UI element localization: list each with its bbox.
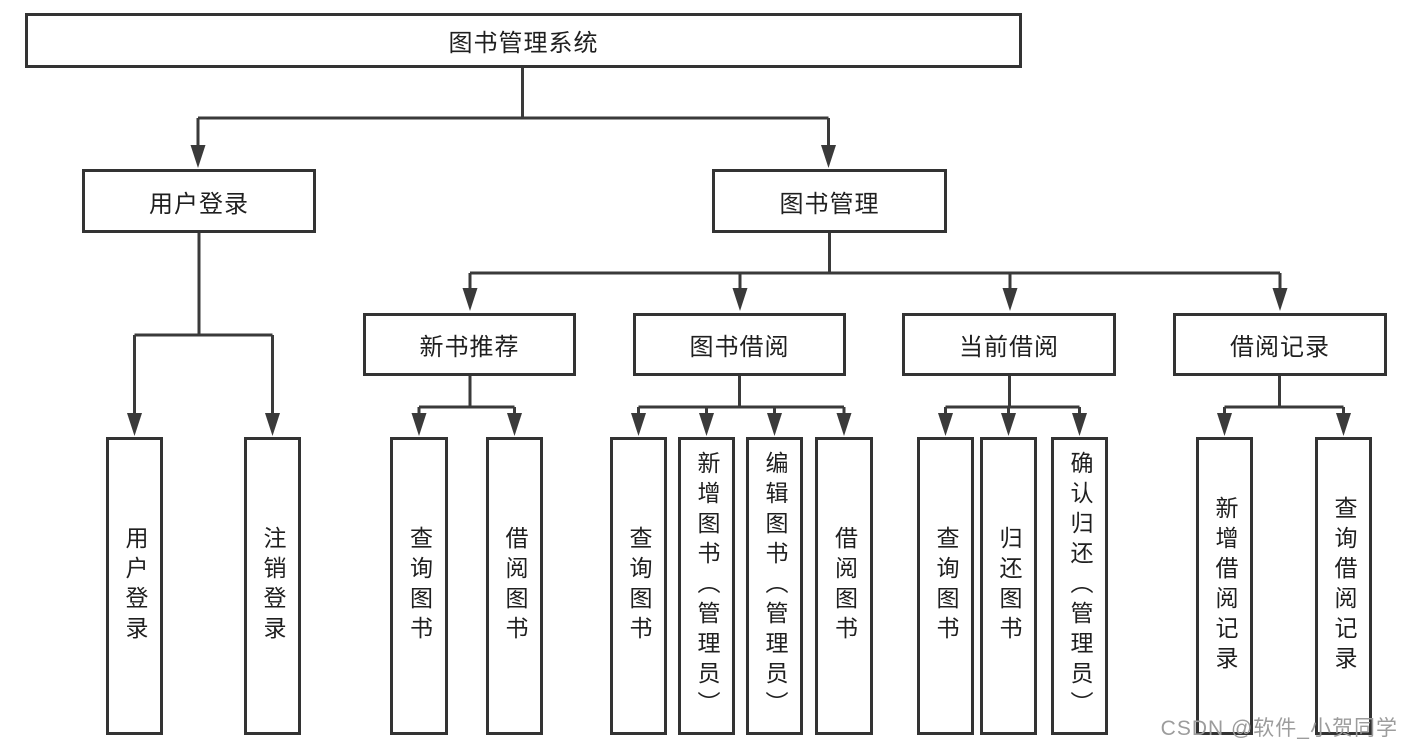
leaf-user-login: 用户登录 bbox=[106, 437, 163, 735]
arrowhead bbox=[411, 413, 427, 436]
arrowhead bbox=[699, 413, 714, 436]
node-user-login: 用户登录 bbox=[82, 169, 316, 233]
leaf-borrow-books-recommend-label: 借阅图书 bbox=[502, 526, 528, 646]
arrowhead bbox=[1002, 288, 1018, 311]
leaf-query-books-borrow-label: 查询图书 bbox=[626, 526, 652, 646]
connector-book-borrow-children bbox=[631, 376, 852, 436]
arrowhead bbox=[631, 413, 646, 436]
connector-current-borrow-children bbox=[938, 376, 1087, 436]
connector-user-login-children bbox=[127, 233, 280, 436]
arrowhead bbox=[938, 413, 953, 436]
node-book-borrow-label: 图书借阅 bbox=[689, 334, 790, 361]
leaf-query-books-current: 查询图书 bbox=[917, 437, 974, 735]
leaf-user-login-label: 用户登录 bbox=[122, 526, 148, 646]
arrowhead bbox=[1072, 413, 1087, 436]
node-new-book-recommend-label: 新书推荐 bbox=[419, 334, 520, 361]
leaf-return-books: 归还图书 bbox=[980, 437, 1037, 735]
leaf-logout: 注销登录 bbox=[244, 437, 301, 735]
node-current-borrow-label: 当前借阅 bbox=[959, 334, 1059, 361]
node-root-label: 图书管理系统 bbox=[448, 30, 599, 57]
leaf-borrow-books-label: 借阅图书 bbox=[831, 526, 858, 646]
leaf-borrow-books-recommend: 借阅图书 bbox=[486, 437, 543, 735]
connector-new-book-children bbox=[411, 376, 522, 436]
arrowhead bbox=[836, 413, 852, 436]
node-new-book-recommend: 新书推荐 bbox=[363, 313, 576, 376]
arrowhead bbox=[1217, 413, 1232, 436]
leaf-query-books-recommend: 查询图书 bbox=[390, 437, 448, 735]
node-book-management-label: 图书管理 bbox=[779, 190, 880, 218]
node-book-borrow: 图书借阅 bbox=[633, 313, 846, 376]
connector-root-to-branches bbox=[190, 67, 836, 168]
arrowhead bbox=[821, 145, 836, 168]
node-root: 图书管理系统 bbox=[25, 13, 1022, 68]
arrowhead bbox=[507, 413, 522, 436]
leaf-add-borrow-record-label: 新增借阅记录 bbox=[1212, 496, 1238, 676]
arrowhead bbox=[1336, 413, 1351, 436]
connector-book-management-sections bbox=[462, 233, 1288, 311]
connector-borrow-record-children bbox=[1217, 376, 1351, 436]
node-borrow-records-label: 借阅记录 bbox=[1230, 334, 1330, 361]
node-book-management: 图书管理 bbox=[712, 169, 947, 233]
arrowhead bbox=[190, 145, 206, 168]
leaf-return-books-label: 归还图书 bbox=[996, 526, 1022, 646]
arrowhead bbox=[1001, 413, 1016, 436]
leaf-edit-book-admin-label: 编辑图书（管理员） bbox=[762, 451, 788, 721]
leaf-add-book-admin: 新增图书（管理员） bbox=[678, 437, 735, 735]
leaf-edit-book-admin: 编辑图书（管理员） bbox=[746, 437, 803, 735]
arrowhead bbox=[127, 413, 142, 436]
arrowhead bbox=[767, 413, 782, 436]
leaf-confirm-return-admin-label: 确认归还（管理员） bbox=[1067, 451, 1093, 721]
leaf-query-borrow-record-label: 查询借阅记录 bbox=[1331, 496, 1357, 676]
leaf-query-books-recommend-label: 查询图书 bbox=[406, 526, 433, 646]
leaf-borrow-books: 借阅图书 bbox=[815, 437, 873, 735]
arrowhead bbox=[1272, 288, 1288, 311]
arrowhead bbox=[265, 413, 280, 436]
node-current-borrow: 当前借阅 bbox=[902, 313, 1116, 376]
leaf-query-borrow-record: 查询借阅记录 bbox=[1315, 437, 1372, 735]
arrowhead bbox=[462, 288, 478, 311]
leaf-query-books-current-label: 查询图书 bbox=[933, 526, 959, 646]
arrowhead bbox=[732, 288, 748, 311]
leaf-add-book-admin-label: 新增图书（管理员） bbox=[694, 451, 720, 721]
leaf-logout-label: 注销登录 bbox=[260, 526, 286, 646]
node-user-login-label: 用户登录 bbox=[149, 190, 249, 218]
node-borrow-records: 借阅记录 bbox=[1173, 313, 1387, 376]
leaf-add-borrow-record: 新增借阅记录 bbox=[1196, 437, 1253, 735]
leaf-confirm-return-admin: 确认归还（管理员） bbox=[1051, 437, 1108, 735]
watermark: CSDN @软件_小贺同学 bbox=[1160, 717, 1398, 740]
leaf-query-books-borrow: 查询图书 bbox=[610, 437, 667, 735]
